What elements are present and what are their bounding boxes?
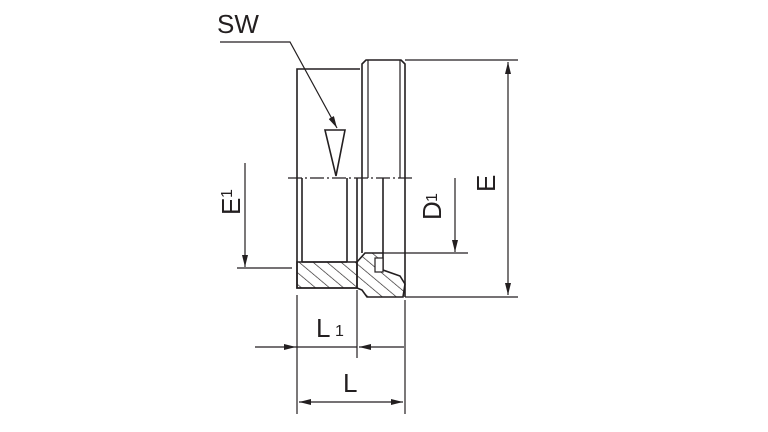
section-hatch-right [356,252,406,298]
section-hatch-left [296,261,358,289]
sw-label: SW [217,9,259,39]
hex-flat-mark [323,129,346,177]
e1-label: E 1 [216,189,246,215]
svg-text:D: D [417,201,447,220]
fitting-body [288,59,414,298]
sw-leader [220,41,338,129]
d1-label: D 1 [417,193,447,220]
d1-dimension [383,178,468,254]
svg-text:1: 1 [424,193,441,202]
svg-text:E: E [216,198,246,215]
svg-text:L: L [316,313,330,343]
svg-text:1: 1 [335,323,344,340]
e1-dimension [237,163,292,269]
e-dimension [405,59,518,298]
l1-dimension [255,290,404,358]
l-dimension [296,295,406,414]
l1-label: L 1 [316,313,344,343]
svg-text:1: 1 [219,189,236,198]
e-label: E [471,175,501,192]
l-label: L [343,368,357,398]
